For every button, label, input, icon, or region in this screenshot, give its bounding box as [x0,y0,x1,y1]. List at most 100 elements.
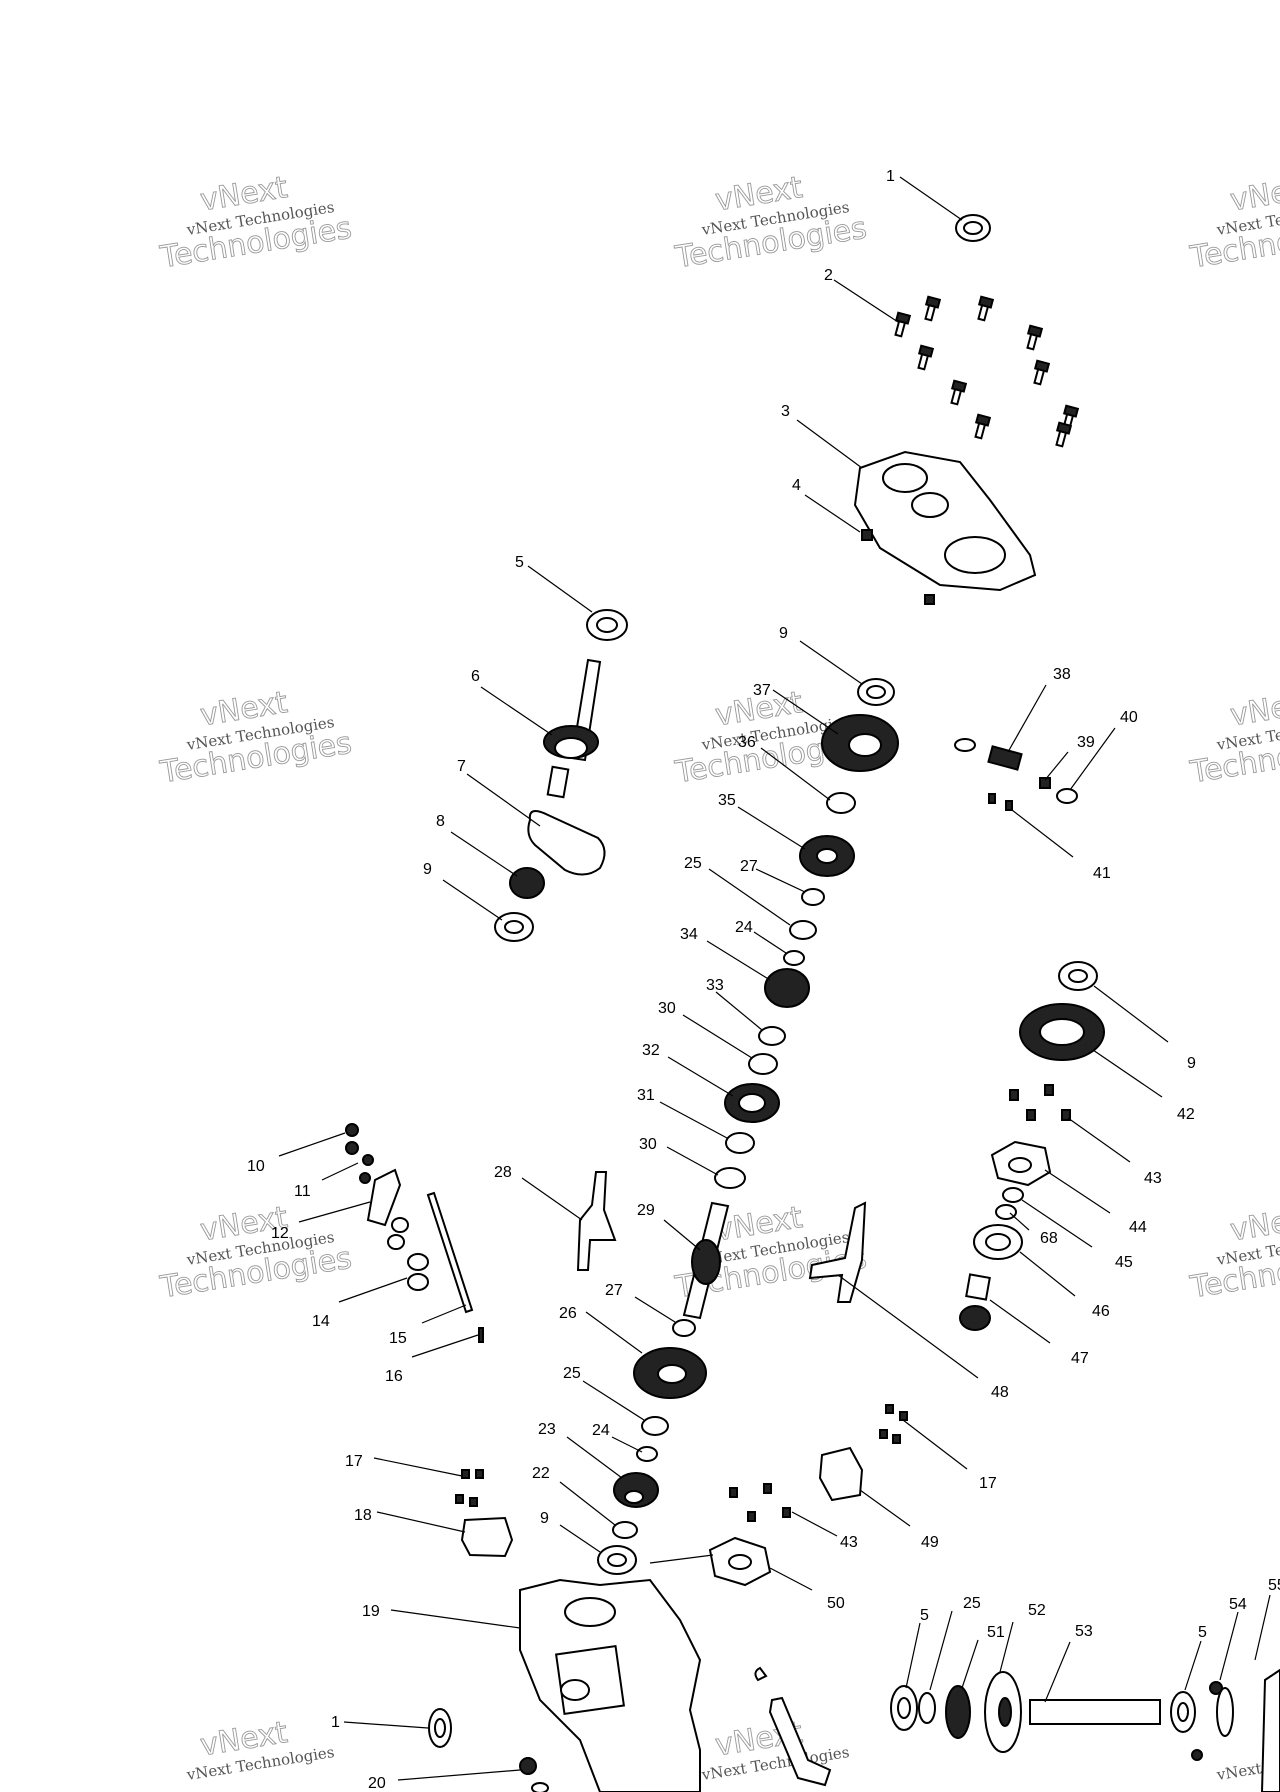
callout-43: 43 [1144,1170,1162,1187]
seal-part [428,1708,452,1748]
callout-25: 25 [963,1595,981,1612]
callout-9: 9 [540,1510,549,1527]
carrier-part [990,1140,1052,1187]
transmission-case-part [519,1578,702,1792]
gear-part [613,1472,659,1508]
callout-16: 16 [385,1368,403,1385]
dowel-part [861,529,873,541]
gear-part [633,1347,707,1399]
callout-48: 48 [991,1384,1009,1401]
plug-part [519,1757,549,1792]
washer-part [783,950,805,966]
seal-part [955,214,991,242]
gear-part [764,968,810,1008]
callout-11: 11 [294,1183,311,1200]
callout-19: 19 [362,1603,380,1620]
washer-part [826,792,856,814]
output-shaft-assembly-part [890,1668,1280,1792]
bearing-part [973,1224,1023,1260]
callout-41: 41 [1093,865,1111,882]
watermark-top-right: vNext vNext Technologies Technologies [1187,170,1280,276]
bearing-part [597,1545,637,1575]
callout-1: 1 [886,168,895,185]
bolt-set-part [879,1404,908,1444]
pinion-part [959,1273,991,1331]
washer-part [714,1167,746,1189]
callout-28: 28 [494,1164,512,1181]
callout-38: 38 [1053,666,1071,683]
washer-part [748,1053,778,1075]
callout-18: 18 [354,1507,372,1524]
shift-lever-part [754,1666,832,1787]
callout-3: 3 [781,403,790,420]
callout-68: 68 [1040,1230,1058,1247]
watermark-mid-left: vNext vNext Technologies Technologies [157,685,355,791]
callout-47: 47 [1071,1350,1089,1367]
callout-27: 27 [740,858,758,875]
callout-1: 1 [331,1714,340,1731]
callout-5: 5 [920,1607,929,1624]
sensor-block-part [818,1446,864,1502]
watermark-bottom-left: vNext vNext Technologies [185,1715,336,1785]
callout-43: 43 [840,1534,858,1551]
watermark-text: vNext [1228,1200,1280,1248]
bolt-set-part [729,1483,791,1522]
bearing-part [1058,961,1098,991]
washer-part [641,1416,669,1436]
lever-assembly-part [954,738,1078,811]
callout-44: 44 [1129,1219,1147,1236]
callout-15: 15 [389,1330,407,1347]
dowel-part [924,594,935,605]
callout-2: 2 [824,267,833,284]
callout-25: 25 [684,855,702,872]
callout-50: 50 [827,1595,845,1612]
watermark-low-left: vNext vNext Technologies Technologies [157,1200,355,1306]
callout-33: 33 [706,977,724,994]
callout-30: 30 [639,1136,657,1153]
callout-42: 42 [1177,1106,1195,1123]
watermark-low-right: vNext vNext Technologies Technologies [1187,1200,1280,1306]
watermark-top-center: vNext vNext Technologies Technologies [672,170,870,276]
callout-34: 34 [680,926,698,943]
callout-7: 7 [457,758,466,775]
shift-cluster-part [345,1123,484,1343]
sensor-block-part [460,1516,514,1558]
callout-35: 35 [718,792,736,809]
callout-6: 6 [471,668,480,685]
gear-part [799,835,855,877]
carrier-part [708,1536,772,1587]
callout-labels: 1 2 3 4 5 9 38 6 37 40 36 39 7 35 8 41 2… [247,168,1280,1792]
callout-12: 12 [271,1225,289,1242]
shift-fork-part [808,1201,867,1303]
ring-gear-part [1019,1003,1105,1061]
callout-49: 49 [921,1534,939,1551]
callout-14: 14 [312,1313,330,1330]
callout-9: 9 [1187,1055,1196,1072]
callout-17: 17 [979,1475,997,1492]
watermark-top-left: vNext vNext Technologies Technologies [157,170,355,276]
bolt-set-part [455,1469,484,1507]
washer-part [612,1521,638,1539]
callout-36: 36 [738,734,756,751]
callout-5: 5 [1198,1624,1207,1641]
large-gear-part [821,714,899,772]
countershaft-part [682,1201,730,1320]
bearing-part [586,609,628,641]
shift-fork-part [576,1171,617,1271]
watermark-text: vNext [1228,170,1280,218]
callout-26: 26 [559,1305,577,1322]
callout-53: 53 [1075,1623,1093,1640]
washer-part [636,1446,658,1462]
callout-23: 23 [538,1421,556,1438]
washer-part [758,1026,786,1046]
callout-4: 4 [792,477,801,494]
callout-54: 54 [1229,1596,1247,1613]
callout-10: 10 [247,1158,265,1175]
watermark-mid-right: vNext vNext Technologies Technologies [1187,685,1280,791]
input-shaft-part [543,658,602,799]
callout-55: 55 [1268,1577,1280,1594]
callout-29: 29 [637,1202,655,1219]
callout-46: 46 [1092,1303,1110,1320]
gear-part [724,1083,780,1123]
